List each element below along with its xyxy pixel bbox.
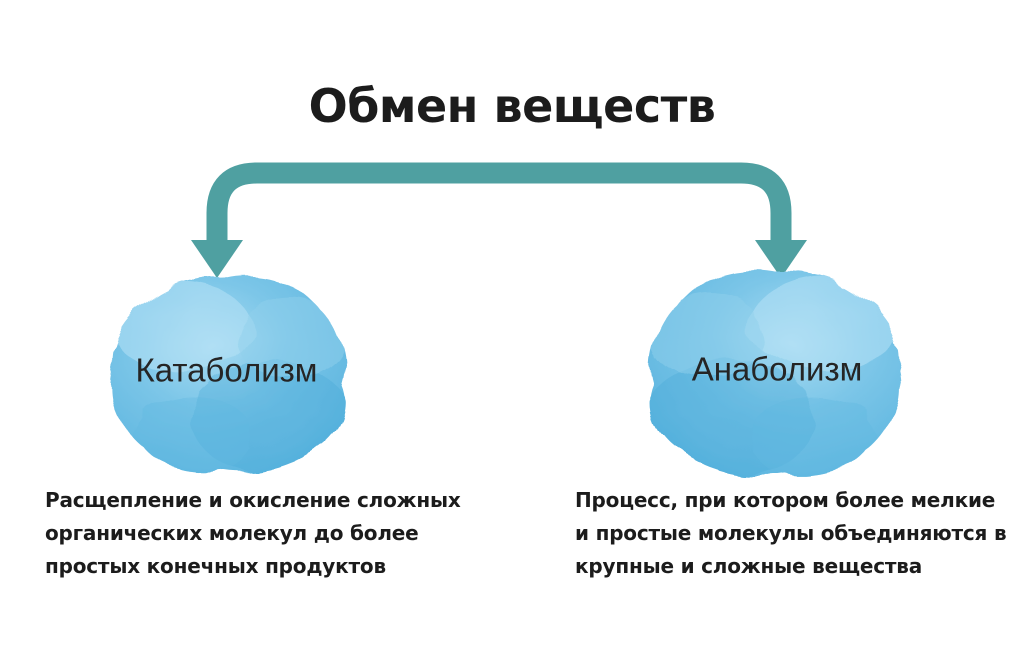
branch-label-anabolism: Анаболизм <box>691 350 863 388</box>
anabolism-description: Процесс, при котором более мелкие и прос… <box>575 488 1007 578</box>
catabolism-description: Расщепление и окисление сложных органиче… <box>45 488 461 578</box>
watercolor-blob-icon <box>112 275 346 473</box>
arrowhead-down-left-icon <box>191 240 243 278</box>
branch-anabolism: Анаболизм <box>645 262 909 482</box>
watercolor-blob-icon <box>650 270 899 477</box>
branch-label-catabolism: Катаболизм <box>135 351 318 389</box>
arrowhead-down-right-icon <box>755 240 807 278</box>
page-title: Обмен веществ <box>308 79 716 133</box>
split-arrow <box>191 162 807 278</box>
arrow-connector-line <box>206 162 792 245</box>
branch-catabolism: Катаболизм <box>103 268 350 478</box>
